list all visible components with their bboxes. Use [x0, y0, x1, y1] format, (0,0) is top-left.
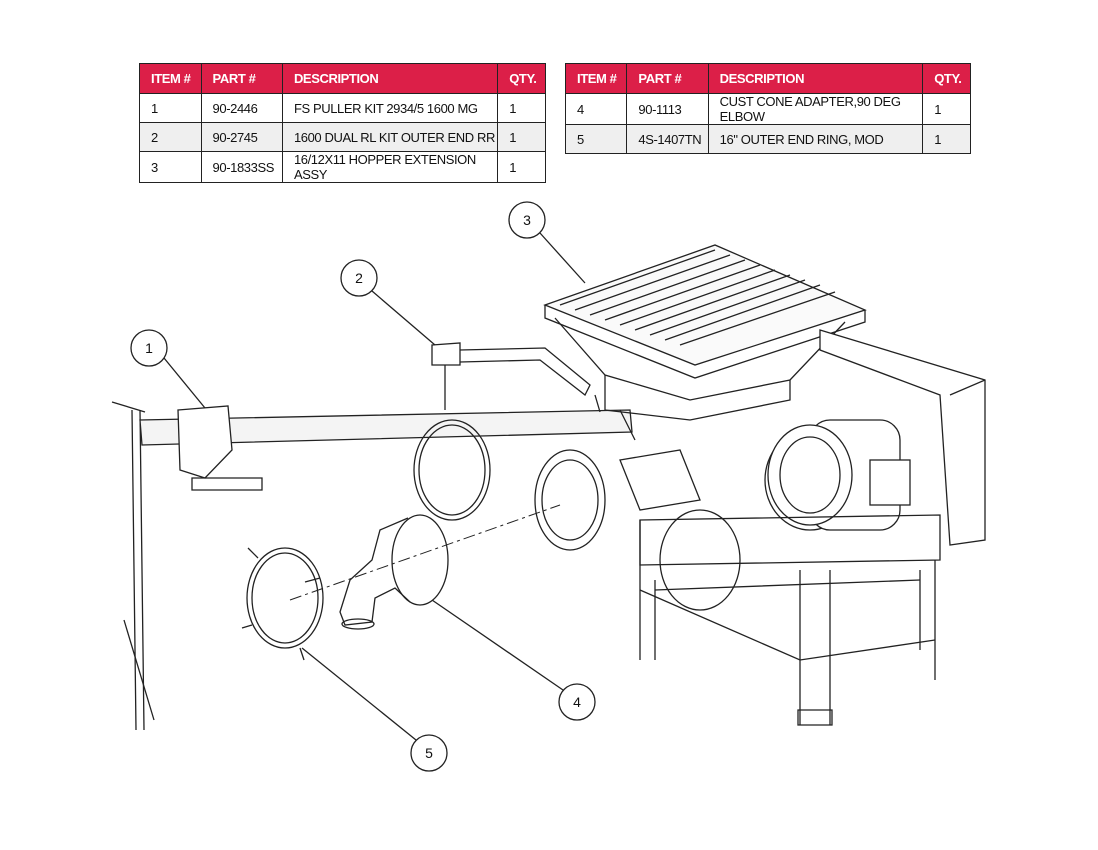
- table-row: 3 90-1833SS 16/12X11 HOPPER EXTENSION AS…: [139, 151, 546, 183]
- parts-table-right: ITEM # PART # DESCRIPTION QTY. 4 90-1113…: [564, 63, 971, 154]
- cell-part: 90-2745: [200, 122, 283, 152]
- cell-item: 1: [139, 93, 202, 123]
- cell-item: 3: [139, 151, 202, 183]
- cell-qty: 1: [497, 151, 546, 183]
- table-row: 2 90-2745 1600 DUAL RL KIT OUTER END RR …: [139, 122, 546, 152]
- header-item: ITEM #: [139, 63, 202, 94]
- cell-qty: 1: [497, 122, 546, 152]
- parts-table-left: ITEM # PART # DESCRIPTION QTY. 1 90-2446…: [139, 63, 546, 183]
- header-item: ITEM #: [564, 63, 628, 94]
- callout-label: 3: [523, 212, 531, 228]
- centerline: [289, 504, 561, 601]
- callout-label: 4: [573, 694, 581, 710]
- header-description: DESCRIPTION: [707, 63, 924, 94]
- cone-adapter-elbow: [339, 514, 449, 630]
- table-header-row: ITEM # PART # DESCRIPTION QTY.: [564, 63, 971, 94]
- callout-4: 4: [431, 599, 596, 721]
- callout-1: 1: [130, 329, 206, 409]
- callout-label: 5: [425, 745, 433, 761]
- cell-part: 4S-1407TN: [626, 124, 709, 154]
- callout-label: 2: [355, 270, 363, 286]
- puller-kit: [111, 394, 636, 731]
- cell-part: 90-1833SS: [200, 151, 283, 183]
- callout-label: 1: [145, 340, 153, 356]
- table-row: 5 4S-1407TN 16" OUTER END RING, MOD 1: [564, 124, 971, 154]
- grinder-machine: [534, 329, 986, 726]
- outer-end-ring: [241, 547, 324, 661]
- header-qty: QTY.: [497, 63, 546, 94]
- cell-qty: 1: [922, 124, 971, 154]
- table-header-row: ITEM # PART # DESCRIPTION QTY.: [139, 63, 546, 94]
- header-qty: QTY.: [922, 63, 971, 94]
- callout-5: 5: [301, 647, 448, 772]
- callout-2: 2: [340, 259, 436, 346]
- cell-description: 1600 DUAL RL KIT OUTER END RR: [281, 122, 499, 152]
- cell-item: 4: [564, 93, 628, 125]
- cell-item: 2: [139, 122, 202, 152]
- cell-description: 16" OUTER END RING, MOD: [707, 124, 924, 154]
- cell-part: 90-2446: [200, 93, 283, 123]
- cell-item: 5: [564, 124, 628, 154]
- cell-description: CUST CONE ADAPTER,90 DEG ELBOW: [707, 93, 924, 125]
- cell-description: 16/12X11 HOPPER EXTENSION ASSY: [281, 151, 499, 183]
- header-part: PART #: [626, 63, 709, 94]
- header-part: PART #: [200, 63, 283, 94]
- rail-kit: [413, 342, 591, 521]
- table-row: 1 90-2446 FS PULLER KIT 2934/5 1600 MG 1: [139, 93, 546, 123]
- table-row: 4 90-1113 CUST CONE ADAPTER,90 DEG ELBOW…: [564, 93, 971, 125]
- callout-3: 3: [508, 201, 586, 284]
- hopper-extension: [543, 244, 867, 421]
- cell-qty: 1: [922, 93, 971, 125]
- cell-part: 90-1113: [626, 93, 709, 125]
